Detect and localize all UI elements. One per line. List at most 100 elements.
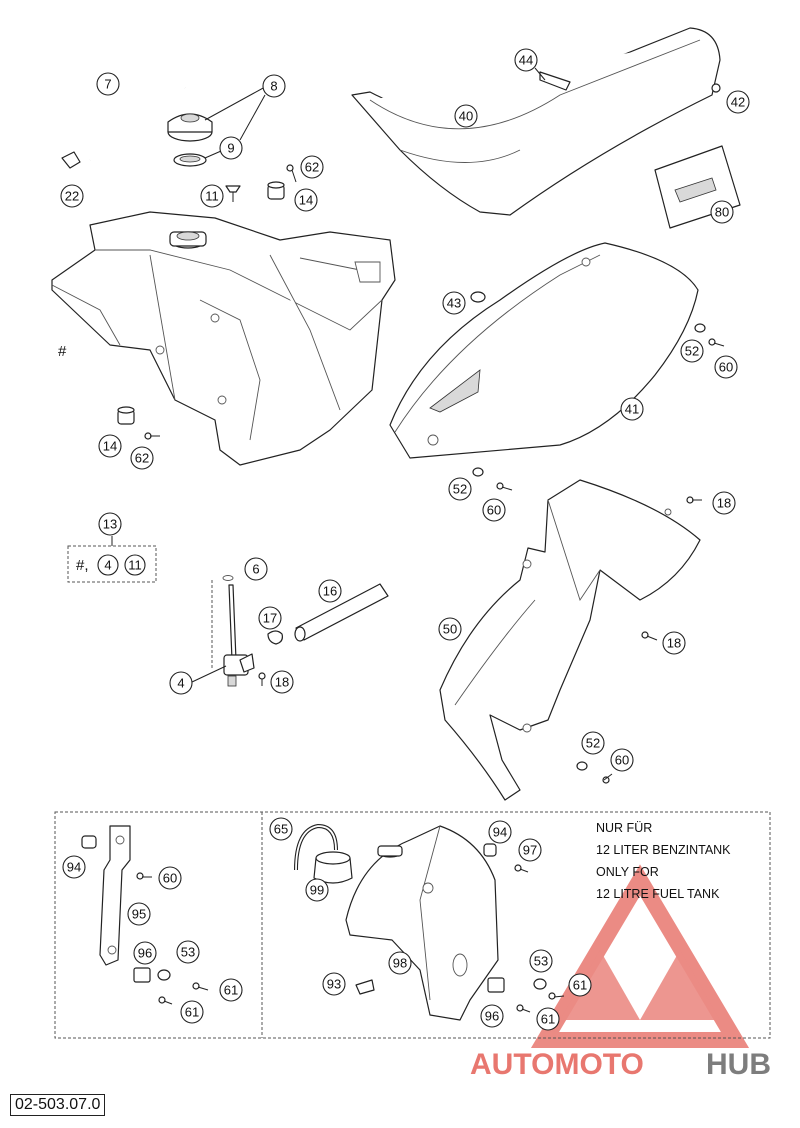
callout-label: 13 [103, 517, 117, 532]
screw-62-lower-part [144, 432, 160, 440]
callout-label: 44 [519, 53, 533, 68]
watermark-text: AUTOMOTO HUB [470, 1048, 771, 1081]
callout-41: 41 [620, 397, 644, 421]
cap-99-part [313, 851, 353, 884]
hardware-52-60-upper-part [694, 323, 725, 347]
callout-61: 61 [568, 973, 592, 997]
callout-50: 50 [438, 617, 462, 641]
callout-label: 18 [717, 496, 731, 511]
callout-98: 98 [388, 951, 412, 975]
kit-13-box [67, 545, 157, 583]
callout-label: 60 [719, 360, 733, 375]
callout-label: 17 [263, 611, 277, 626]
callout-7: 7 [96, 72, 120, 96]
callout-label: 43 [447, 296, 461, 311]
callout-label: 14 [103, 439, 117, 454]
callout-9: 9 [219, 136, 243, 160]
callout-label: 52 [685, 344, 699, 359]
callout-43: 43 [442, 291, 466, 315]
callout-label: 94 [67, 860, 81, 875]
callout-62: 62 [300, 155, 324, 179]
kit-item-11-callout: 11 [124, 554, 146, 576]
callout-13: 13 [98, 512, 122, 536]
callout-label: 50 [443, 622, 457, 637]
callout-label: 18 [667, 636, 681, 651]
kit-item-4-callout: 4 [97, 554, 119, 576]
callout-4: 4 [169, 671, 193, 695]
callout-label: 65 [274, 822, 288, 837]
callout-65: 65 [269, 817, 293, 841]
callout-40: 40 [454, 104, 478, 128]
callout-label: 16 [323, 584, 337, 599]
callout-label: 18 [275, 675, 289, 690]
callout-14: 14 [294, 188, 318, 212]
callout-14: 14 [98, 434, 122, 458]
hose-16-part [294, 583, 389, 642]
callout-80: 80 [710, 200, 734, 224]
screw-97-part [514, 864, 529, 873]
screw-61-right-part [516, 992, 565, 1013]
callout-label: 4 [177, 676, 184, 691]
note-line-2: 12 LITER BENZINTANK [596, 843, 731, 857]
callout-60: 60 [482, 498, 506, 522]
note-line-4: 12 LITRE FUEL TANK [596, 887, 720, 901]
callout-52: 52 [448, 477, 472, 501]
hose-65-part [294, 823, 338, 871]
callout-label: 41 [625, 402, 639, 417]
callout-label: 62 [135, 451, 149, 466]
kit-prefix-marker: #, [76, 557, 89, 574]
screw-11-top-part [225, 185, 241, 202]
clip-96-right-part [487, 977, 547, 993]
bushing-14-top-part [267, 181, 285, 200]
hardware-52-60-mid-part [472, 467, 513, 491]
callout-label: 60 [163, 871, 177, 886]
callout-label: 95 [132, 907, 146, 922]
clip-17-part [267, 630, 283, 645]
watermark-part2: HUB [706, 1048, 771, 1081]
callout-label: 52 [453, 482, 467, 497]
callout-label: 99 [310, 883, 324, 898]
watermark-logo [530, 864, 750, 1048]
callout-label: 6 [252, 562, 259, 577]
callout-52: 52 [581, 731, 605, 755]
callout-label: 96 [485, 1009, 499, 1024]
callout-6: 6 [244, 557, 268, 581]
callout-93: 93 [322, 972, 346, 996]
callout-8: 8 [262, 74, 286, 98]
callout-label: 97 [523, 843, 537, 858]
screw-18-spoiler-part [641, 631, 658, 641]
callout-label: 53 [534, 954, 548, 969]
bushing-94-right-part [483, 843, 497, 857]
bushing-14-lower-part [117, 406, 135, 425]
spoiler-50-part [439, 479, 701, 801]
screw-18-upper-part [664, 496, 702, 516]
fitting-22-part [61, 151, 81, 169]
callout-42: 42 [726, 90, 750, 114]
svg-text:4: 4 [104, 558, 111, 573]
note-line-1: NUR FÜR [596, 821, 652, 835]
callout-53: 53 [176, 940, 200, 964]
callout-label: 40 [459, 109, 473, 124]
callout-label: 60 [487, 503, 501, 518]
callout-61: 61 [536, 1007, 560, 1031]
screw-61-left-part [158, 982, 209, 1005]
callout-label: 53 [181, 945, 195, 960]
callout-label: 60 [615, 753, 629, 768]
hardware-52-60-lower-part [576, 761, 613, 784]
screw-60-left-part [136, 872, 152, 880]
screw-18-tap-part [258, 672, 266, 686]
fuel-tank-part [51, 211, 396, 466]
svg-text:11: 11 [128, 558, 142, 573]
callout-label: 22 [65, 189, 79, 204]
side-cover-41-part [389, 242, 699, 459]
callout-61: 61 [219, 978, 243, 1002]
reference-code: 02-503.07.0 [10, 1094, 106, 1116]
callout-label: 11 [205, 189, 219, 204]
callout-18: 18 [662, 631, 686, 655]
clip-96-left-part [133, 967, 171, 983]
callout-label: 93 [327, 977, 341, 992]
tank-98-part [345, 825, 499, 1021]
callout-label: 14 [299, 193, 313, 208]
